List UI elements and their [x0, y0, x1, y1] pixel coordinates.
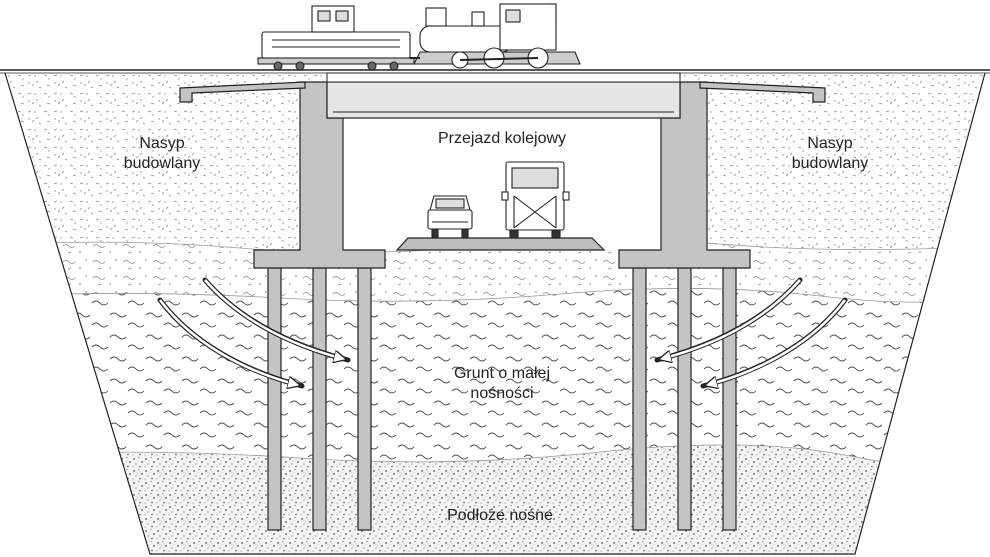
pile — [722, 267, 737, 531]
bearing-soil-layer — [5, 444, 985, 554]
track-ballast — [326, 72, 681, 83]
pile — [267, 267, 282, 531]
weak-soil-label-1: Grunt o małej — [454, 365, 550, 382]
truck-icon — [501, 161, 570, 239]
left-transition-slab — [179, 81, 306, 103]
crossing-label: Przejazd kolejowy — [438, 130, 566, 147]
weak-soil-layer — [5, 288, 985, 460]
bearing-soil-label: Podłoże nośne — [447, 507, 553, 524]
pile — [312, 267, 327, 531]
left-embankment-label-1: Nasyp — [139, 135, 184, 152]
car-icon — [427, 195, 473, 239]
excavation-outline — [4, 72, 986, 555]
pile — [677, 267, 692, 531]
pile — [357, 267, 372, 531]
weak-soil-label-2: nośności — [470, 385, 533, 402]
locomotive-icon — [257, 3, 581, 71]
right-embankment-label-2: budowlany — [792, 155, 869, 172]
road-surface — [395, 237, 606, 251]
left-embankment-label-2: budowlany — [124, 155, 201, 172]
underpass-opening — [343, 118, 661, 250]
right-embankment-label-1: Nasyp — [807, 135, 852, 152]
pile — [632, 267, 647, 531]
bridge-deck — [326, 81, 681, 119]
right-transition-slab — [699, 81, 826, 103]
soil-pressure-arrow-icon — [158, 279, 847, 385]
